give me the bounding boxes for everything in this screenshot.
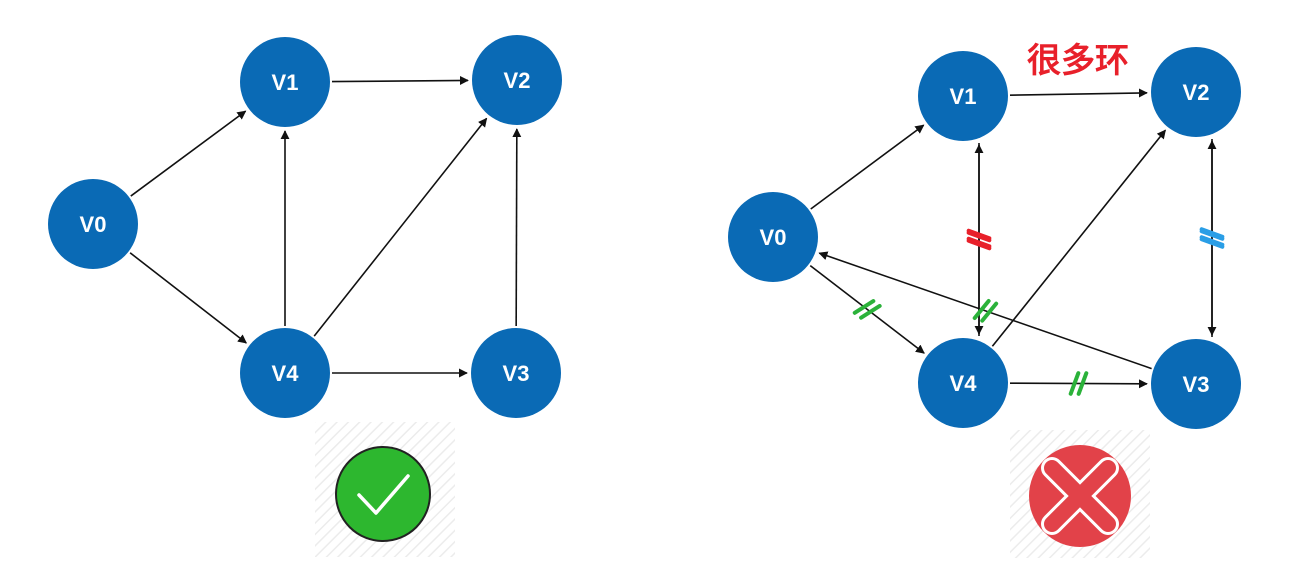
node-label: V2 (504, 68, 531, 93)
node-v2: V2 (1151, 47, 1241, 137)
node-v3: V3 (471, 328, 561, 418)
node-v0: V0 (48, 179, 138, 269)
verdict-cross (1010, 430, 1150, 558)
equality-mark-blue (1199, 229, 1225, 249)
edge-v1-v2 (1009, 88, 1148, 98)
node-label: V4 (272, 361, 300, 386)
edges (809, 88, 1217, 389)
edge-v0-v4 (129, 252, 248, 344)
annotation-many-cycles: 很多环 (1027, 41, 1129, 81)
node-v0: V0 (728, 192, 818, 282)
node-label: V0 (80, 212, 107, 237)
node-v1: V1 (918, 51, 1008, 141)
node-v4: V4 (918, 338, 1008, 428)
equality-mark-green (1068, 371, 1089, 396)
edges (129, 75, 522, 378)
edge-v3-v0 (818, 251, 1152, 370)
check-icon (357, 474, 410, 515)
node-label: V2 (1183, 80, 1210, 105)
edge-v0-v1 (810, 124, 925, 210)
edge-v0-v1 (130, 110, 247, 197)
edge-v0-v4 (809, 265, 925, 354)
node-label: V1 (950, 84, 977, 109)
node-label: V3 (1183, 372, 1210, 397)
equality-mark-green (852, 299, 882, 320)
node-label: V3 (503, 361, 530, 386)
edge-v3-v2 (512, 128, 522, 327)
node-label: V0 (760, 225, 787, 250)
edge-v4-v3 (1009, 379, 1148, 389)
edge-v4-v2 (991, 129, 1166, 347)
equality-mark-red (966, 230, 992, 251)
node-v3: V3 (1151, 339, 1241, 429)
edge-v1-v2 (331, 75, 469, 85)
cross-icon (1041, 457, 1119, 535)
check-badge (335, 446, 431, 542)
equality-marks (852, 227, 1225, 396)
equality-mark-green (972, 298, 999, 323)
node-v1: V1 (240, 37, 330, 127)
verdict-check (315, 422, 455, 557)
node-label: V1 (272, 70, 299, 95)
node-v2: V2 (472, 35, 562, 125)
node-label: V4 (950, 371, 978, 396)
node-v4: V4 (240, 328, 330, 418)
edge-v4-v2 (313, 117, 488, 337)
